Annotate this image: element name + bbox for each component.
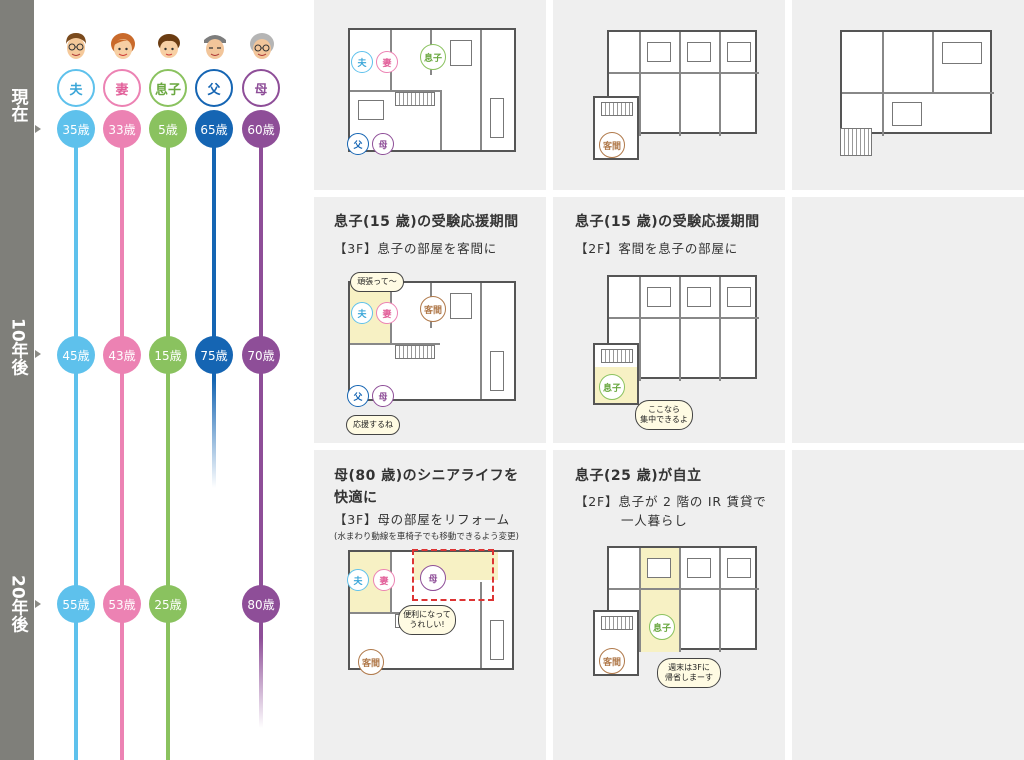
speech-bubble-bottom: 応援するね	[346, 415, 400, 435]
panel-20y-3f: 母(80 歳)のシニアライフを 快適に 【3F】母の部屋をリフォーム (水まわり…	[314, 450, 546, 760]
age-husband-now: 35歳	[57, 110, 95, 148]
floorplan-10y-2f	[607, 275, 759, 381]
age-mother-20: 80歳	[242, 585, 280, 623]
room-tag-husband: 夫	[351, 51, 373, 73]
floorplan-now-2f	[607, 30, 759, 136]
panel-title: 息子(15 歳)の受験応援期間	[575, 214, 760, 230]
age-son-now: 5歳	[149, 110, 187, 148]
speech-bubble-top: 頑張って〜	[350, 272, 404, 292]
room-tag-husband: 夫	[347, 569, 369, 591]
role-husband: 夫	[57, 69, 95, 107]
panel-subtitle-line2: 一人暮らし	[621, 513, 688, 528]
lifeline-wife	[120, 128, 124, 760]
age-son-20: 25歳	[149, 585, 187, 623]
arrow-20	[35, 600, 41, 608]
arrow-now	[35, 125, 41, 133]
panel-title-line1: 母(80 歳)のシニアライフを	[334, 468, 519, 484]
reform-area-outline	[412, 549, 494, 601]
lifeline-mother	[259, 128, 263, 728]
speech-bubble: ここなら 集中できるよ	[635, 400, 693, 430]
bubble-line: 便利になって	[403, 610, 451, 619]
label-10-years: 10年後	[7, 318, 28, 376]
room-tag-guest: 客間	[599, 648, 625, 674]
role-son: 息子	[149, 69, 187, 107]
room-tag-husband: 夫	[351, 302, 373, 324]
role-mother: 母	[242, 69, 280, 107]
label-20-years: 20年後	[7, 575, 28, 633]
panel-10y-3f: 息子(15 歳)の受験応援期間 【3F】息子の部屋を客間に 頑張って〜 夫 妻 …	[314, 197, 546, 443]
room-tag-wife: 妻	[376, 51, 398, 73]
floorplan-10y-3f	[348, 281, 516, 401]
panel-subtitle: 【3F】息子の部屋を客間に	[334, 241, 498, 256]
age-wife-20: 53歳	[103, 585, 141, 623]
panel-20y-2f: 息子(25 歳)が自立 【2F】息子が 2 階の IR 賃貸で 一人暮らし 息子…	[553, 450, 785, 760]
lifeline-husband	[74, 128, 78, 760]
room-tag-son: 息子	[649, 614, 675, 640]
room-tag-son: 息子	[420, 44, 446, 70]
panel-title-line2: 快適に	[334, 490, 378, 506]
timeline-bar	[0, 0, 34, 760]
panel-10y-2f: 息子(15 歳)の受験応援期間 【2F】客間を息子の部屋に 息子 ここなら 集中…	[553, 197, 785, 443]
stairs-1f	[840, 128, 872, 156]
age-son-10: 15歳	[149, 336, 187, 374]
panel-title: 息子(15 歳)の受験応援期間	[334, 214, 519, 230]
age-wife-now: 33歳	[103, 110, 141, 148]
panel-now-2f: 客間	[553, 0, 785, 190]
age-mother-now: 60歳	[242, 110, 280, 148]
speech-bubble: 便利になって うれしい!	[398, 605, 456, 635]
age-wife-10: 43歳	[103, 336, 141, 374]
bubble-line: ここなら	[648, 405, 680, 414]
role-father: 父	[195, 69, 233, 107]
floorplan-now-1f	[840, 30, 994, 136]
arrow-10	[35, 350, 41, 358]
room-tag-guest: 客間	[599, 132, 625, 158]
man-glasses-icon	[66, 33, 86, 59]
room-tag-guest: 客間	[420, 296, 446, 322]
panel-subtitle: 【2F】客間を息子の部屋に	[575, 241, 739, 256]
age-father-now: 65歳	[195, 110, 233, 148]
room-tag-guest: 客間	[358, 649, 384, 675]
bubble-line: 集中できるよ	[640, 415, 688, 424]
room-tag-wife: 妻	[373, 569, 395, 591]
bubble-line: うれしい!	[409, 620, 445, 629]
room-tag-mother: 母	[372, 133, 394, 155]
old-man-icon	[204, 35, 226, 59]
room-tag-wife: 妻	[376, 302, 398, 324]
panel-subtitle: 【3F】母の部屋をリフォーム	[334, 512, 510, 527]
panel-note: (水まわり動線を車椅子でも移動できるよう変更)	[334, 532, 519, 542]
lifeline-son	[166, 128, 170, 760]
panel-now-1f	[792, 0, 1024, 190]
panel-subtitle-line1: 【2F】息子が 2 階の IR 賃貸で	[575, 494, 767, 509]
panel-empty-2	[792, 450, 1024, 760]
lifeline-father	[212, 128, 216, 488]
age-mother-10: 70歳	[242, 336, 280, 374]
room-tag-mother: 母	[372, 385, 394, 407]
boy-icon	[158, 34, 180, 58]
room-tag-mother: 母	[420, 565, 446, 591]
speech-bubble: 週末は3Fに 帰省しまーす	[657, 658, 721, 688]
bubble-line: 帰省しまーす	[665, 673, 713, 682]
role-wife: 妻	[103, 69, 141, 107]
room-tag-father: 父	[347, 385, 369, 407]
woman-icon	[111, 33, 135, 59]
room-tag-father: 父	[347, 133, 369, 155]
room-tag-son: 息子	[599, 374, 625, 400]
age-father-10: 75歳	[195, 336, 233, 374]
label-now: 現在	[7, 88, 28, 122]
age-husband-20: 55歳	[57, 585, 95, 623]
age-husband-10: 45歳	[57, 336, 95, 374]
panel-title: 息子(25 歳)が自立	[575, 468, 702, 484]
panel-now-3f: 夫 妻 息子 父 母	[314, 0, 546, 190]
panel-empty-1	[792, 197, 1024, 443]
old-woman-icon	[250, 33, 274, 59]
bubble-line: 週末は3Fに	[668, 663, 710, 672]
